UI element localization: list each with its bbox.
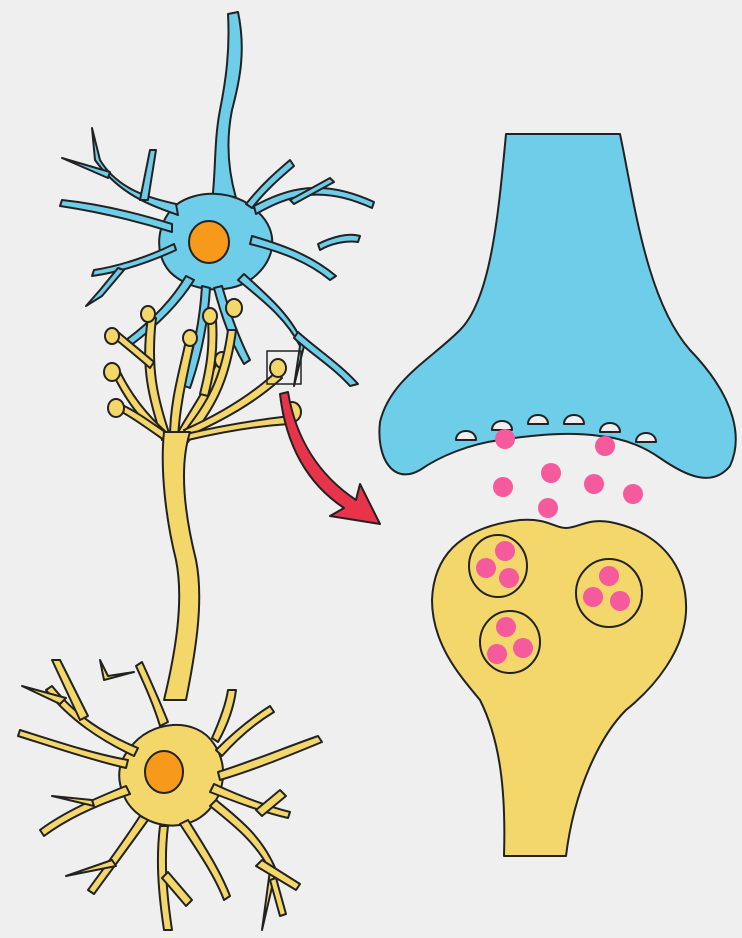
yellow-neuron-axon	[163, 432, 200, 700]
postsynaptic-neuron	[18, 299, 322, 930]
neurotransmitter	[493, 477, 513, 497]
neurotransmitter	[541, 463, 561, 483]
presynaptic-terminal	[379, 134, 735, 478]
blue-neuron-nucleus	[189, 221, 229, 263]
synapse-closeup	[379, 134, 735, 856]
neurotransmitter	[595, 436, 615, 456]
vesicle	[480, 611, 540, 673]
free-neurotransmitters	[493, 429, 643, 518]
blue-neuron-axon	[212, 12, 242, 202]
vesicle	[469, 535, 527, 597]
neurotransmitter	[623, 484, 643, 504]
neurotransmitter	[584, 474, 604, 494]
yellow-neuron-nucleus	[145, 751, 183, 793]
vesicle	[576, 559, 642, 627]
neurotransmitter	[495, 429, 515, 449]
neurotransmitter	[538, 498, 558, 518]
